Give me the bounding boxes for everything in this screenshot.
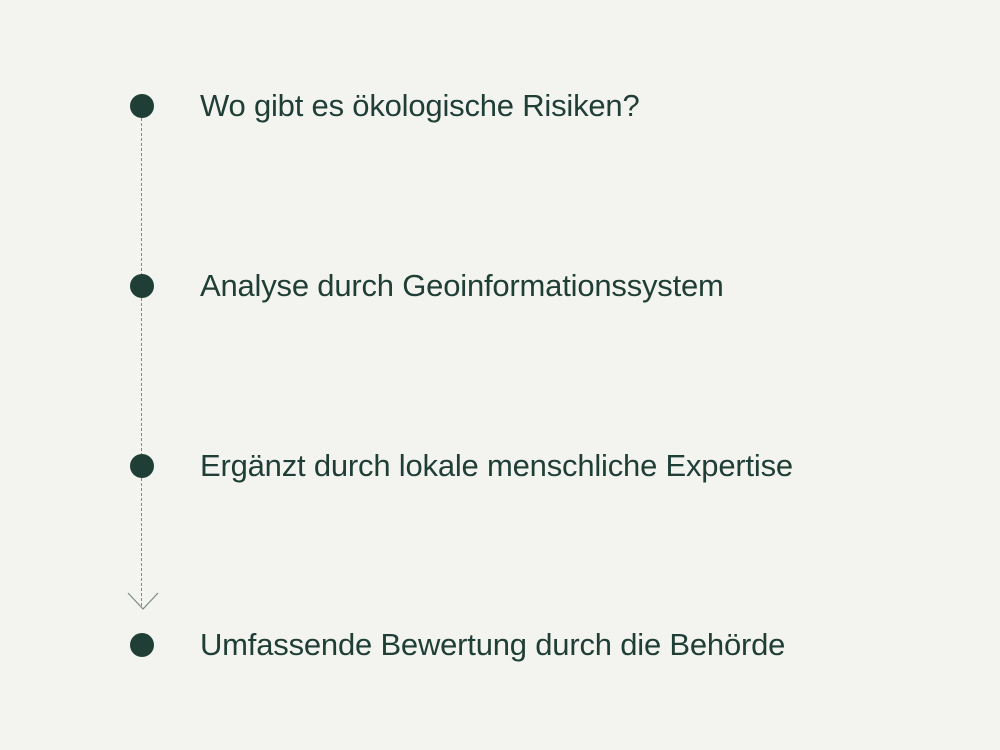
step-1-label: Wo gibt es ökologische Risiken? <box>200 88 640 123</box>
step-3-label: Ergänzt durch lokale menschliche Experti… <box>200 448 793 483</box>
step-3-dot <box>130 454 154 478</box>
step-1-dot <box>130 94 154 118</box>
step-4-label: Umfassende Bewertung durch die Behörde <box>200 627 786 662</box>
step-2-dot <box>130 274 154 298</box>
arrow-down-icon <box>127 592 159 610</box>
step-2-label: Analyse durch Geoinformationssystem <box>200 268 724 303</box>
dashed-connector-line <box>141 118 142 606</box>
step-4-dot <box>130 633 154 657</box>
